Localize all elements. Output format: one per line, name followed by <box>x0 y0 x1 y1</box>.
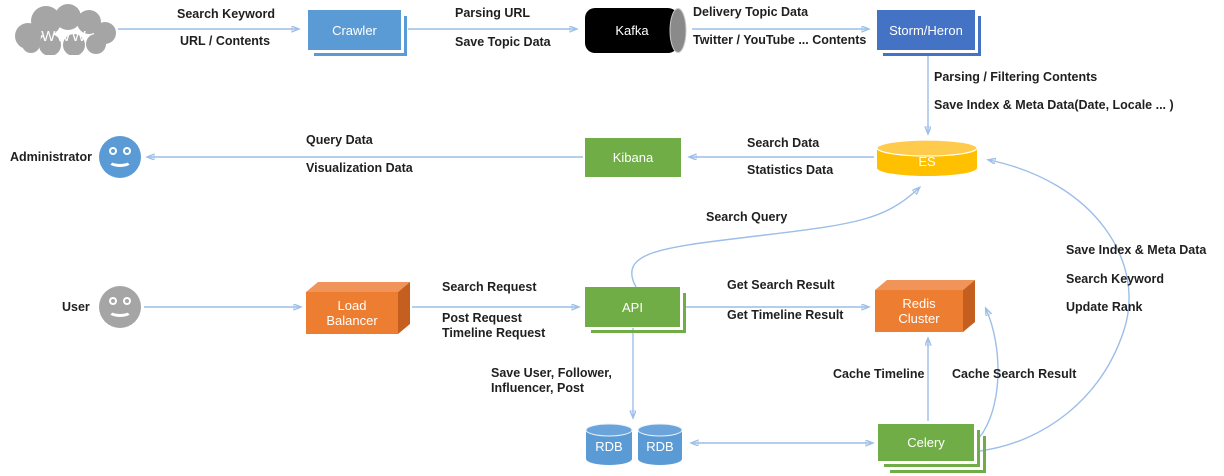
edge-label-get-search-result: Get Search Result <box>727 278 835 292</box>
cube-icon <box>306 282 410 334</box>
rdb-right-node: RDB <box>636 422 684 467</box>
edge-label-parsing-url: Parsing URL <box>455 6 531 20</box>
crawler-label: Crawler <box>332 22 377 38</box>
edge-label-visualization-data: Visualization Data <box>306 161 413 175</box>
edge-label-url-contents: URL / Contents <box>180 34 271 48</box>
database-cylinder-icon: RDB <box>637 423 683 465</box>
edge-label-save-topic-data: Save Topic Data <box>455 35 551 49</box>
edge-label-save-index-meta-locale: Save Index & Meta Data(Date, Locale ... … <box>934 98 1174 112</box>
load-balancer-node: Load Balancer <box>306 282 410 334</box>
edge-label-query-data: Query Data <box>306 133 373 147</box>
edge-label-statistics-data: Statistics Data <box>747 163 834 177</box>
user-face-icon <box>99 286 141 328</box>
kafka-label: Kafka <box>615 23 649 38</box>
api-label: API <box>622 299 643 315</box>
redis-cluster-node: Redis Cluster <box>875 280 975 332</box>
edge-label-cache-timeline: Cache Timeline <box>833 367 925 381</box>
eye-icon <box>109 297 117 305</box>
edge-label-parsing-filtering-contents: Parsing / Filtering Contents <box>934 70 1098 84</box>
crawler-node: Crawler <box>308 10 407 56</box>
database-cylinder-icon: RDB <box>585 423 633 465</box>
load-balancer-label: Load Balancer <box>326 298 378 328</box>
curve-celery-redis-cache <box>978 309 999 439</box>
edge-label-cache-search-result: Cache Search Result <box>952 367 1077 381</box>
api-node: API <box>585 287 686 333</box>
edge-label-search-keyword-2: Search Keyword <box>1066 272 1164 286</box>
kibana-node: Kibana <box>585 138 681 177</box>
eye-icon <box>123 297 131 305</box>
curve-celery-es <box>979 160 1130 452</box>
celery-label: Celery <box>907 435 945 450</box>
eye-icon <box>109 147 117 155</box>
cloud-icon: WWW <box>15 4 116 56</box>
rdb-left-node: RDB <box>584 422 634 467</box>
edge-label-search-data: Search Data <box>747 136 820 150</box>
administrator-label: Administrator <box>10 150 92 164</box>
edge-label-search-keyword: Search Keyword <box>177 7 275 21</box>
rdb-right-label: RDB <box>646 439 673 454</box>
es-label: ES <box>918 154 936 169</box>
edge-label-get-timeline-result: Get Timeline Result <box>727 308 844 322</box>
kafka-node: Kafka <box>584 7 688 54</box>
administrator-face-icon <box>99 136 141 178</box>
edge-label-post-timeline-request: Post Request Timeline Request <box>442 311 546 340</box>
storm-heron-node: Storm/Heron <box>877 10 981 56</box>
es-cylinder-icon: ES <box>876 139 978 176</box>
edge-label-search-request: Search Request <box>442 280 537 294</box>
rdb-left-label: RDB <box>595 439 622 454</box>
edge-label-save-user-follower: Save User, Follower, Influencer, Post <box>491 366 612 395</box>
user-label: User <box>62 300 90 314</box>
es-node: ES <box>875 138 979 178</box>
smile-icon <box>108 155 132 167</box>
edge-label-save-index-meta-data: Save Index & Meta Data <box>1066 243 1207 257</box>
curve-api-es-search-query <box>631 188 919 288</box>
www-label: WWW <box>41 28 86 45</box>
kibana-label: Kibana <box>612 150 654 165</box>
storm-heron-label: Storm/Heron <box>889 22 963 38</box>
kafka-cylinder-icon: Kafka <box>585 8 687 53</box>
cube-icon <box>875 280 975 332</box>
www-cloud-node: WWW <box>6 3 118 56</box>
smile-icon <box>108 305 132 317</box>
edge-label-update-rank: Update Rank <box>1066 300 1143 314</box>
edge-label-twitter-youtube-contents: Twitter / YouTube ... Contents <box>693 33 867 47</box>
eye-icon <box>123 147 131 155</box>
celery-node: Celery <box>878 424 986 473</box>
edge-label-search-query: Search Query <box>706 210 788 224</box>
edge-label-delivery-topic-data: Delivery Topic Data <box>693 5 809 19</box>
redis-cluster-label: Redis Cluster <box>898 296 940 326</box>
